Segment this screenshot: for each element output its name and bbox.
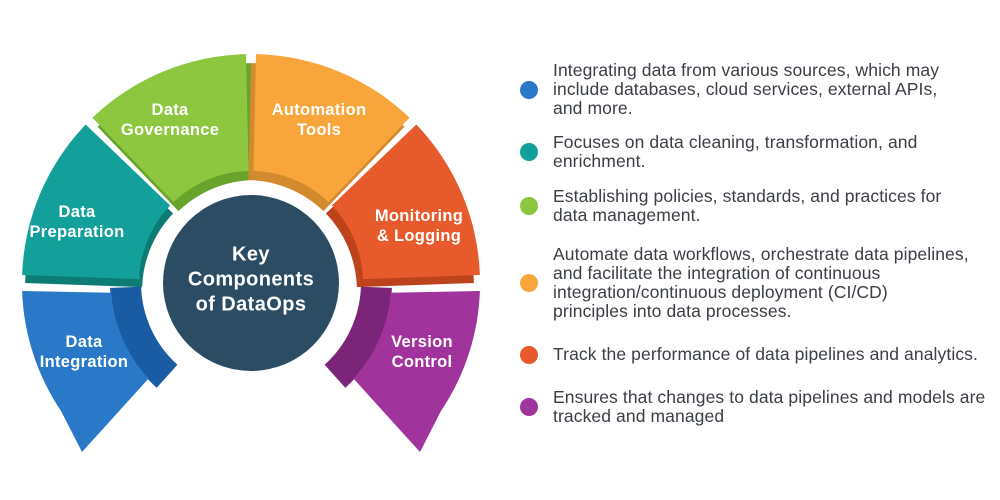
- legend-item-data-governance: Establishing policies, standards, and pr…: [520, 187, 998, 225]
- monitoring-logging-segment: [331, 124, 480, 280]
- data-governance-segment: [92, 54, 249, 203]
- legend-item-version-control: Ensures that changes to data pipelines a…: [520, 388, 998, 426]
- data-preparation-bullet-icon: [520, 143, 538, 161]
- legend-text-version-control: Ensures that changes to data pipelines a…: [553, 387, 986, 426]
- automation-tools-segment: [253, 54, 410, 203]
- legend-text-data-governance: Establishing policies, standards, and pr…: [553, 186, 942, 225]
- legend-text-monitoring-logging: Track the performance of data pipelines …: [553, 344, 978, 364]
- legend-text-data-preparation: Focuses on data cleaning, transformation…: [553, 132, 918, 171]
- version-control-segment: [353, 291, 480, 452]
- data-integration-bullet-icon: [520, 80, 538, 99]
- legend-item-monitoring-logging: Track the performance of data pipelines …: [520, 345, 998, 364]
- legend-item-data-preparation: Focuses on data cleaning, transformation…: [520, 133, 998, 171]
- legend-item-data-integration: Integrating data from various sources, w…: [520, 61, 998, 118]
- legend-item-automation-tools: Automate data workflows, orchestrate dat…: [520, 245, 998, 321]
- automation-tools-bullet-icon: [520, 274, 538, 292]
- dataops-wheel: [22, 54, 480, 452]
- data-integration-segment-shadow: [110, 286, 178, 388]
- data-governance-bullet-icon: [520, 197, 538, 215]
- version-control-bullet-icon: [520, 398, 538, 416]
- legend-text-automation-tools: Automate data workflows, orchestrate dat…: [553, 244, 969, 321]
- legend-text-data-integration: Integrating data from various sources, w…: [553, 60, 940, 118]
- monitoring-logging-bullet-icon: [520, 345, 538, 364]
- data-preparation-segment: [22, 124, 171, 280]
- version-control-segment-shadow: [324, 286, 392, 388]
- center-hub-circle: [163, 195, 339, 371]
- data-integration-segment: [22, 291, 149, 452]
